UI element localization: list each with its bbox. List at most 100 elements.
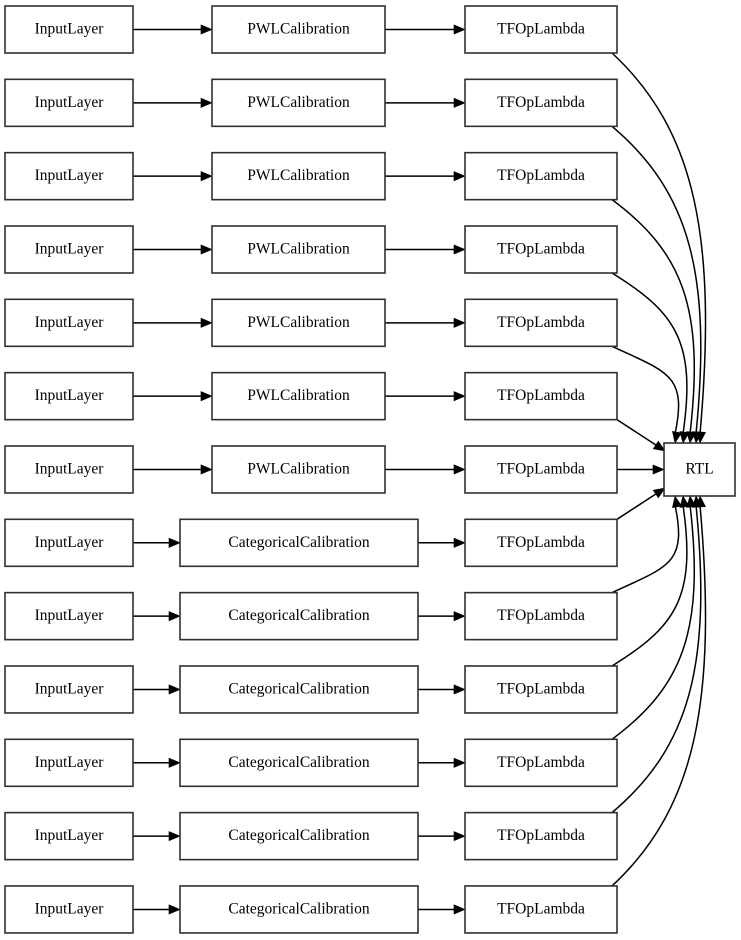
categorical-calibration-node[interactable]: CategoricalCalibration bbox=[179, 518, 419, 568]
categorical-calibration-node-box bbox=[179, 665, 419, 714]
tf-op-lambda-node[interactable]: TFOpLambda bbox=[464, 518, 618, 568]
tf-op-lambda-node[interactable]: TFOpLambda bbox=[464, 665, 618, 714]
categorical-calibration-node-label: CategoricalCalibration bbox=[228, 901, 369, 918]
tf-op-lambda-node[interactable]: TFOpLambda bbox=[464, 298, 618, 348]
categorical-calibration-node-box bbox=[179, 811, 419, 861]
tf-op-lambda-node[interactable]: TFOpLambda bbox=[464, 445, 618, 494]
tf-op-lambda-node[interactable]: TFOpLambda bbox=[464, 151, 618, 201]
input-layer-node-box bbox=[4, 591, 134, 641]
edge-input-to-calibration-11-arrowhead bbox=[168, 831, 181, 842]
tf-op-lambda-node-label: TFOpLambda bbox=[497, 607, 585, 624]
input-layer-node-box bbox=[4, 518, 134, 568]
edge-op-to-rtl-12 bbox=[611, 504, 707, 887]
tf-op-lambda-node[interactable]: TFOpLambda bbox=[464, 885, 618, 934]
pwl-calibration-node-label: PWLCalibration bbox=[247, 314, 350, 331]
input-layer-node[interactable]: InputLayer bbox=[4, 298, 134, 348]
tf-op-lambda-node-box bbox=[464, 811, 618, 861]
edge-input-to-calibration-1-arrowhead bbox=[200, 97, 213, 108]
input-layer-node-label: InputLayer bbox=[35, 827, 105, 844]
pwl-calibration-node-box bbox=[211, 78, 386, 128]
tf-op-lambda-node[interactable]: TFOpLambda bbox=[464, 5, 618, 54]
categorical-calibration-node[interactable]: CategoricalCalibration bbox=[179, 665, 419, 714]
edge-op-to-rtl-12-arrowhead bbox=[695, 495, 706, 508]
edge-calibration-to-op-12-arrowhead bbox=[453, 904, 466, 915]
categorical-calibration-node[interactable]: CategoricalCalibration bbox=[179, 591, 419, 641]
edge-op-to-rtl-9 bbox=[611, 504, 688, 667]
edge-calibration-to-op-10-arrowhead bbox=[453, 757, 466, 768]
tf-op-lambda-node[interactable]: TFOpLambda bbox=[464, 371, 618, 421]
pwl-calibration-node[interactable]: PWLCalibration bbox=[211, 371, 386, 421]
input-layer-node-label: InputLayer bbox=[35, 461, 105, 478]
tf-op-lambda-node-label: TFOpLambda bbox=[497, 461, 585, 478]
input-layer-node[interactable]: InputLayer bbox=[4, 151, 134, 201]
pwl-calibration-node[interactable]: PWLCalibration bbox=[211, 78, 386, 128]
pwl-calibration-node[interactable]: PWLCalibration bbox=[211, 298, 386, 348]
edge-op-to-rtl-4 bbox=[611, 345, 680, 435]
categorical-calibration-node-label: CategoricalCalibration bbox=[228, 827, 369, 844]
categorical-calibration-node[interactable]: CategoricalCalibration bbox=[179, 811, 419, 861]
input-layer-node[interactable]: InputLayer bbox=[4, 591, 134, 641]
input-layer-node[interactable]: InputLayer bbox=[4, 225, 134, 274]
edge-op-to-rtl-1 bbox=[611, 125, 702, 435]
input-layer-node[interactable]: InputLayer bbox=[4, 738, 134, 788]
edge-op-to-rtl-5 bbox=[616, 419, 658, 447]
tf-op-lambda-node-label: TFOpLambda bbox=[497, 387, 585, 404]
edge-op-to-rtl-4-arrowhead bbox=[672, 430, 682, 444]
pwl-calibration-node-label: PWLCalibration bbox=[247, 21, 350, 38]
categorical-calibration-node-box bbox=[179, 591, 419, 641]
input-layer-node[interactable]: InputLayer bbox=[4, 885, 134, 934]
edge-calibration-to-op-11-arrowhead bbox=[453, 831, 466, 842]
input-layer-node[interactable]: InputLayer bbox=[4, 445, 134, 494]
categorical-calibration-node-label: CategoricalCalibration bbox=[228, 607, 369, 624]
tf-op-lambda-node-box bbox=[464, 885, 618, 934]
pwl-calibration-node[interactable]: PWLCalibration bbox=[211, 5, 386, 54]
rtl-node-label: RTL bbox=[685, 461, 713, 478]
pwl-calibration-node[interactable]: PWLCalibration bbox=[211, 445, 386, 494]
pwl-calibration-node-label: PWLCalibration bbox=[247, 461, 350, 478]
tf-op-lambda-node[interactable]: TFOpLambda bbox=[464, 78, 618, 128]
pwl-calibration-node-box bbox=[211, 151, 386, 201]
pwl-calibration-node-label: PWLCalibration bbox=[247, 167, 350, 184]
tf-op-lambda-node[interactable]: TFOpLambda bbox=[464, 591, 618, 641]
input-layer-node[interactable]: InputLayer bbox=[4, 371, 134, 421]
tf-op-lambda-node-label: TFOpLambda bbox=[497, 241, 585, 258]
tf-op-lambda-node[interactable]: TFOpLambda bbox=[464, 738, 618, 788]
edge-calibration-to-op-9-arrowhead bbox=[453, 684, 466, 695]
categorical-calibration-node[interactable]: CategoricalCalibration bbox=[179, 885, 419, 934]
input-layer-node[interactable]: InputLayer bbox=[4, 665, 134, 714]
tf-op-lambda-node[interactable]: TFOpLambda bbox=[464, 811, 618, 861]
rtl-node[interactable]: RTL bbox=[663, 442, 736, 497]
input-layer-node-label: InputLayer bbox=[35, 901, 105, 918]
edge-op-to-rtl-0 bbox=[611, 52, 707, 435]
edge-op-to-rtl-3 bbox=[611, 272, 688, 435]
input-layer-node-label: InputLayer bbox=[35, 21, 105, 38]
input-layer-node[interactable]: InputLayer bbox=[4, 811, 134, 861]
edge-op-to-rtl-2-arrowhead bbox=[686, 431, 697, 444]
input-layer-node-label: InputLayer bbox=[35, 241, 105, 258]
input-layer-node[interactable]: InputLayer bbox=[4, 518, 134, 568]
input-layer-node[interactable]: InputLayer bbox=[4, 5, 134, 54]
pwl-calibration-node-box bbox=[211, 445, 386, 494]
pwl-calibration-node[interactable]: PWLCalibration bbox=[211, 151, 386, 201]
pwl-calibration-node[interactable]: PWLCalibration bbox=[211, 225, 386, 274]
input-layer-node[interactable]: InputLayer bbox=[4, 78, 134, 128]
pwl-calibration-node-box bbox=[211, 371, 386, 421]
edges-layer bbox=[133, 24, 707, 915]
tf-op-lambda-node-box bbox=[464, 665, 618, 714]
edge-input-to-calibration-6-arrowhead bbox=[200, 464, 213, 475]
edge-input-to-calibration-8-arrowhead bbox=[168, 611, 181, 622]
tf-op-lambda-node-label: TFOpLambda bbox=[497, 754, 585, 771]
categorical-calibration-node[interactable]: CategoricalCalibration bbox=[179, 738, 419, 788]
input-layer-node-box bbox=[4, 5, 134, 54]
tf-op-lambda-node-box bbox=[464, 225, 618, 274]
tf-op-lambda-node-box bbox=[464, 371, 618, 421]
edge-calibration-to-op-8-arrowhead bbox=[453, 611, 466, 622]
edge-input-to-calibration-0-arrowhead bbox=[200, 24, 213, 35]
edge-op-to-rtl-8-arrowhead bbox=[672, 495, 682, 509]
edge-op-to-rtl-3-arrowhead bbox=[679, 431, 690, 444]
edge-calibration-to-op-2-arrowhead bbox=[453, 171, 466, 182]
tf-op-lambda-node[interactable]: TFOpLambda bbox=[464, 225, 618, 274]
